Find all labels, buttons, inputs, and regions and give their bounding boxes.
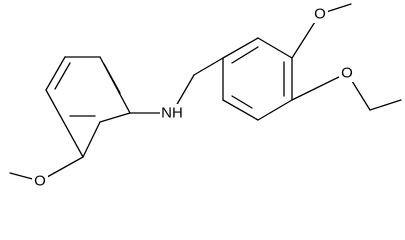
bond-left-e	[82, 121, 101, 158]
double-right-1	[231, 46, 259, 64]
bonds	[9, 3, 402, 182]
bond-ring-a	[222, 37, 259, 59]
atom-o-methoxy-bottom-label: O	[34, 173, 46, 190]
atom-o-ethoxy: O	[339, 64, 355, 82]
atom-o-methoxy-bottom: O	[32, 172, 48, 189]
bond-ring-o-ethoxy	[291, 72, 348, 101]
atom-o-ethoxy-label: O	[341, 65, 353, 82]
double-right-3	[231, 95, 253, 109]
bond-left-f	[99, 112, 131, 123]
atom-labels: NH O O O	[32, 5, 355, 189]
bond-ring-e	[222, 99, 259, 121]
bond-left-d	[45, 89, 84, 158]
atom-o-methoxy-top: O	[312, 5, 328, 23]
atom-o-methoxy-top-label: O	[314, 6, 326, 23]
bond-ring-d	[257, 99, 293, 121]
bond-ring-b	[257, 37, 293, 59]
double-left-2	[54, 62, 71, 90]
double-left-1	[103, 63, 121, 94]
atom-nh: NH	[160, 104, 184, 122]
atom-nh-label: NH	[161, 105, 183, 122]
molecule-structure: NH O O O	[9, 3, 402, 189]
bond-ethyl-2	[369, 99, 402, 111]
bond-ch2-ring	[193, 57, 224, 76]
bond-left-c	[45, 56, 66, 91]
